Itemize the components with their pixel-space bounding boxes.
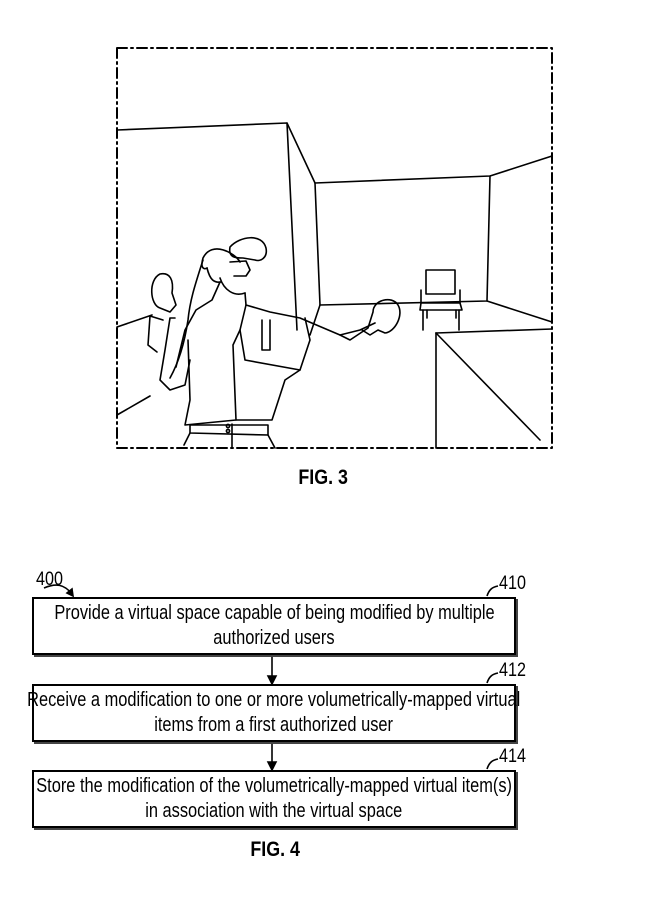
room-walls xyxy=(116,122,553,416)
step-text-line: authorized users xyxy=(213,627,335,649)
dash-dot-frame xyxy=(116,47,553,449)
fig3-vr-room-drawing xyxy=(116,47,553,449)
person-with-vr-headset xyxy=(147,236,401,449)
fig4-label: FIG. 4 xyxy=(250,838,300,861)
flow-step-414: Store the modification of the volumetric… xyxy=(32,770,516,828)
step-text-line: items from a first authorized user xyxy=(154,714,394,736)
step-text-line: in association with the virtual space xyxy=(145,800,403,822)
table-block xyxy=(435,328,553,449)
flow-step-412: Receive a modification to one or more vo… xyxy=(27,684,521,742)
step-text-line: Receive a modification to one or more vo… xyxy=(27,689,521,711)
step-text-line: Provide a virtual space capable of being… xyxy=(53,602,495,624)
fig4-ref-number: 400 xyxy=(36,569,63,590)
step-text-line: Store the modification of the volumetric… xyxy=(36,775,512,797)
step-410-ref: 410 xyxy=(499,573,526,594)
step-414-ref: 414 xyxy=(499,746,526,767)
fig3-label: FIG. 3 xyxy=(298,466,348,489)
chair-icon xyxy=(419,269,463,331)
step-412-ref: 412 xyxy=(499,660,526,681)
flow-step-410: Provide a virtual space capable of being… xyxy=(32,597,516,655)
